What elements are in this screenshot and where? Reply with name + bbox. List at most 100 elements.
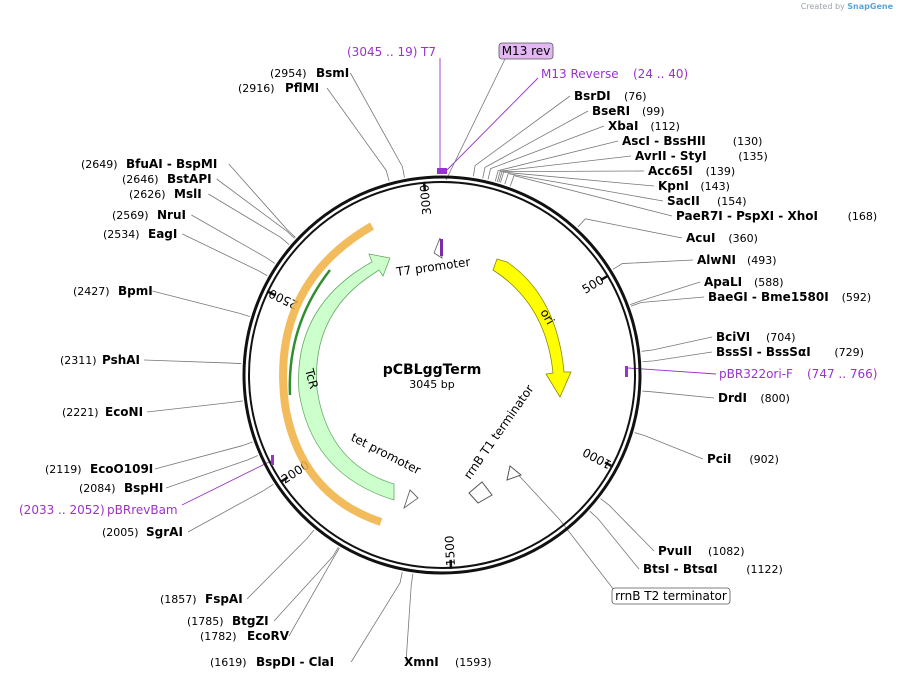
enzyme-site-ecorv[interactable]: EcoRV(1782) [200,629,290,643]
primer-name: T7 [420,45,436,59]
enzyme-site-fspai[interactable]: FspAI(1857) [160,592,243,606]
enzyme-name: BseRI [592,104,630,118]
primer-m13-reverse[interactable]: (24 .. 40)M13 Reverse [541,67,688,81]
enzyme-site-drdi[interactable]: DrdI(800) [718,391,790,405]
enzyme-leader [273,547,339,622]
enzyme-name: BssSI - BssSαI [716,345,811,359]
enzyme-site-bpmi[interactable]: BpmI(2427) [73,284,153,298]
tcr-feature[interactable] [298,253,395,501]
enzyme-position: (143) [700,180,730,193]
enzyme-site-bsmi[interactable]: BsmI(2954) [270,66,349,80]
enzyme-site-paer7i-pspxi-xhoi[interactable]: PaeR7I - PspXI - XhoI(168) [676,209,877,223]
enzyme-site-sacii[interactable]: SacII(154) [667,194,747,208]
enzyme-leader [630,281,701,306]
enzyme-leader [154,441,253,470]
enzyme-site-alwni[interactable]: AlwNI(493) [697,253,777,267]
primer-pbr322ori-f[interactable]: (747 .. 766)pBR322ori-F [719,367,877,381]
enzyme-leader [642,351,713,363]
rrnb-t1-arrow-a[interactable] [468,481,493,504]
enzyme-position: (2646) [122,173,159,186]
enzyme-position: (135) [738,150,768,163]
enzyme-name: EagI [148,227,177,241]
m13-rev-leader [445,58,506,181]
backbone-inner [248,181,636,569]
enzyme-site-bcivi[interactable]: BciVI(704) [716,330,796,344]
enzyme-leader [288,547,340,637]
primer-leader [446,77,539,171]
enzyme-leader [612,259,694,270]
enzyme-position: (2534) [103,228,140,241]
enzyme-site-pcii[interactable]: PciI(902) [707,452,779,466]
enzyme-site-msli[interactable]: MslI(2626) [129,187,202,201]
enzyme-position: (2119) [45,463,82,476]
enzyme-leader [143,359,242,365]
enzyme-site-avrii-styi[interactable]: AvrII - StyI(135) [635,149,768,163]
enzyme-site-bsssi-bsss-i[interactable]: BssSI - BssSαI (729) [716,345,864,359]
enzyme-position: (360) [728,232,758,245]
enzyme-position: (1593) [455,656,492,669]
enzyme-site-bstapi[interactable]: BstAPI (2646) [122,172,212,186]
enzyme-site-pshai[interactable]: PshAI(2311) [60,353,140,367]
tick-mark [604,461,614,468]
enzyme-position: (99) [642,105,665,118]
enzyme-name: PaeR7I - PspXI - XhoI [676,209,818,223]
enzyme-leader [165,455,258,489]
enzyme-position: (729) [834,346,864,359]
enzyme-position: (2427) [73,285,110,298]
m13-rev-box[interactable]: M13 rev [498,42,554,60]
enzyme-site-btsi-bts-i[interactable]: BtsI - BtsαI(1122) [643,562,783,576]
enzyme-site-asci-bsshii[interactable]: AscI - BssHII(130) [622,134,762,148]
enzyme-site-acc65i[interactable]: Acc65I(139) [648,164,735,178]
enzyme-position: (2916) [238,82,275,95]
enzyme-site-econi[interactable]: EcoNI(2221) [62,405,143,419]
enzyme-site-pvuii[interactable]: PvuII(1082) [658,544,745,558]
enzyme-name: PciI [707,452,732,466]
credit-prefix: Created by [800,2,845,11]
primer-t7[interactable]: (3045 .. 19)T7 [347,45,436,59]
enzyme-name: ApaLI [704,275,742,289]
enzyme-site-bsphi[interactable]: BspHI(2084) [79,481,163,495]
primer-pbrrevbam[interactable]: (2033 .. 2052)pBRrevBam [19,503,178,517]
enzyme-site-eagi[interactable]: EagI (2534) [103,227,177,241]
tcr-inner-arc [288,269,331,396]
tet-promoter-arrow[interactable] [403,489,419,510]
enzyme-name: PvuII [658,544,692,558]
enzyme-name: BstAPI [167,172,212,186]
enzyme-site-baegi-bme1580i[interactable]: BaeGI - Bme1580I(592) [708,290,871,304]
enzyme-name: BspHI [124,481,163,495]
enzyme-leader [482,110,589,179]
enzyme-site-ecoo109i[interactable]: EcoO109I(2119) [45,462,153,476]
enzyme-site-pflmi[interactable]: PflMI(2916) [238,81,319,95]
ori-feature[interactable] [492,258,572,398]
enzyme-site-bseri[interactable]: BseRI (99) [592,104,665,118]
enzyme-site-sgrai[interactable]: SgrAI(2005) [102,525,183,539]
snapgene-logo: SnapGene [847,2,893,11]
enzyme-position: (1857) [160,593,197,606]
enzyme-leader [642,390,715,399]
rrnb-t1-arrow-b[interactable] [506,465,523,481]
plasmid-name: pCBLggTerm [383,362,482,378]
enzyme-leader [487,125,605,180]
ori-label: ori [537,307,557,328]
enzyme-site-xmni[interactable]: XmnI(1593) [404,655,492,669]
enzyme-site-btgzi[interactable]: BtgZI(1785) [187,614,269,628]
enzyme-position: (2221) [62,406,99,419]
enzyme-position: (76) [624,90,647,103]
enzyme-site-kpni[interactable]: KpnI (143) [658,179,730,193]
enzyme-site-bsrdi[interactable]: BsrDI(76) [574,89,647,103]
tick-mark [600,274,610,282]
enzyme-position: (1619) [210,656,247,669]
enzyme-site-acui[interactable]: AcuI(360) [686,231,758,245]
enzyme-site-apali[interactable]: ApaLI(588) [704,275,784,289]
enzyme-leader [182,233,268,277]
rrnb-t2-terminator-box[interactable]: rrnB T2 terminator [611,587,731,605]
enzyme-name: MslI [174,187,202,201]
tcr-highlight-arc [279,222,383,526]
enzyme-site-bspdi-clai[interactable]: BspDI - ClaI(1619) [210,655,334,669]
enzyme-name: Acc65I [648,164,693,178]
enzyme-site-nrui[interactable]: NruI(2569) [112,208,186,222]
enzyme-name: KpnI [658,179,689,193]
pbrrevbam-primer-mark [271,455,274,465]
enzyme-site-xbai[interactable]: XbaI(112) [608,119,680,133]
enzyme-site-bfuai-bspmi[interactable]: BfuAI - BspMI(2649) [81,157,217,171]
